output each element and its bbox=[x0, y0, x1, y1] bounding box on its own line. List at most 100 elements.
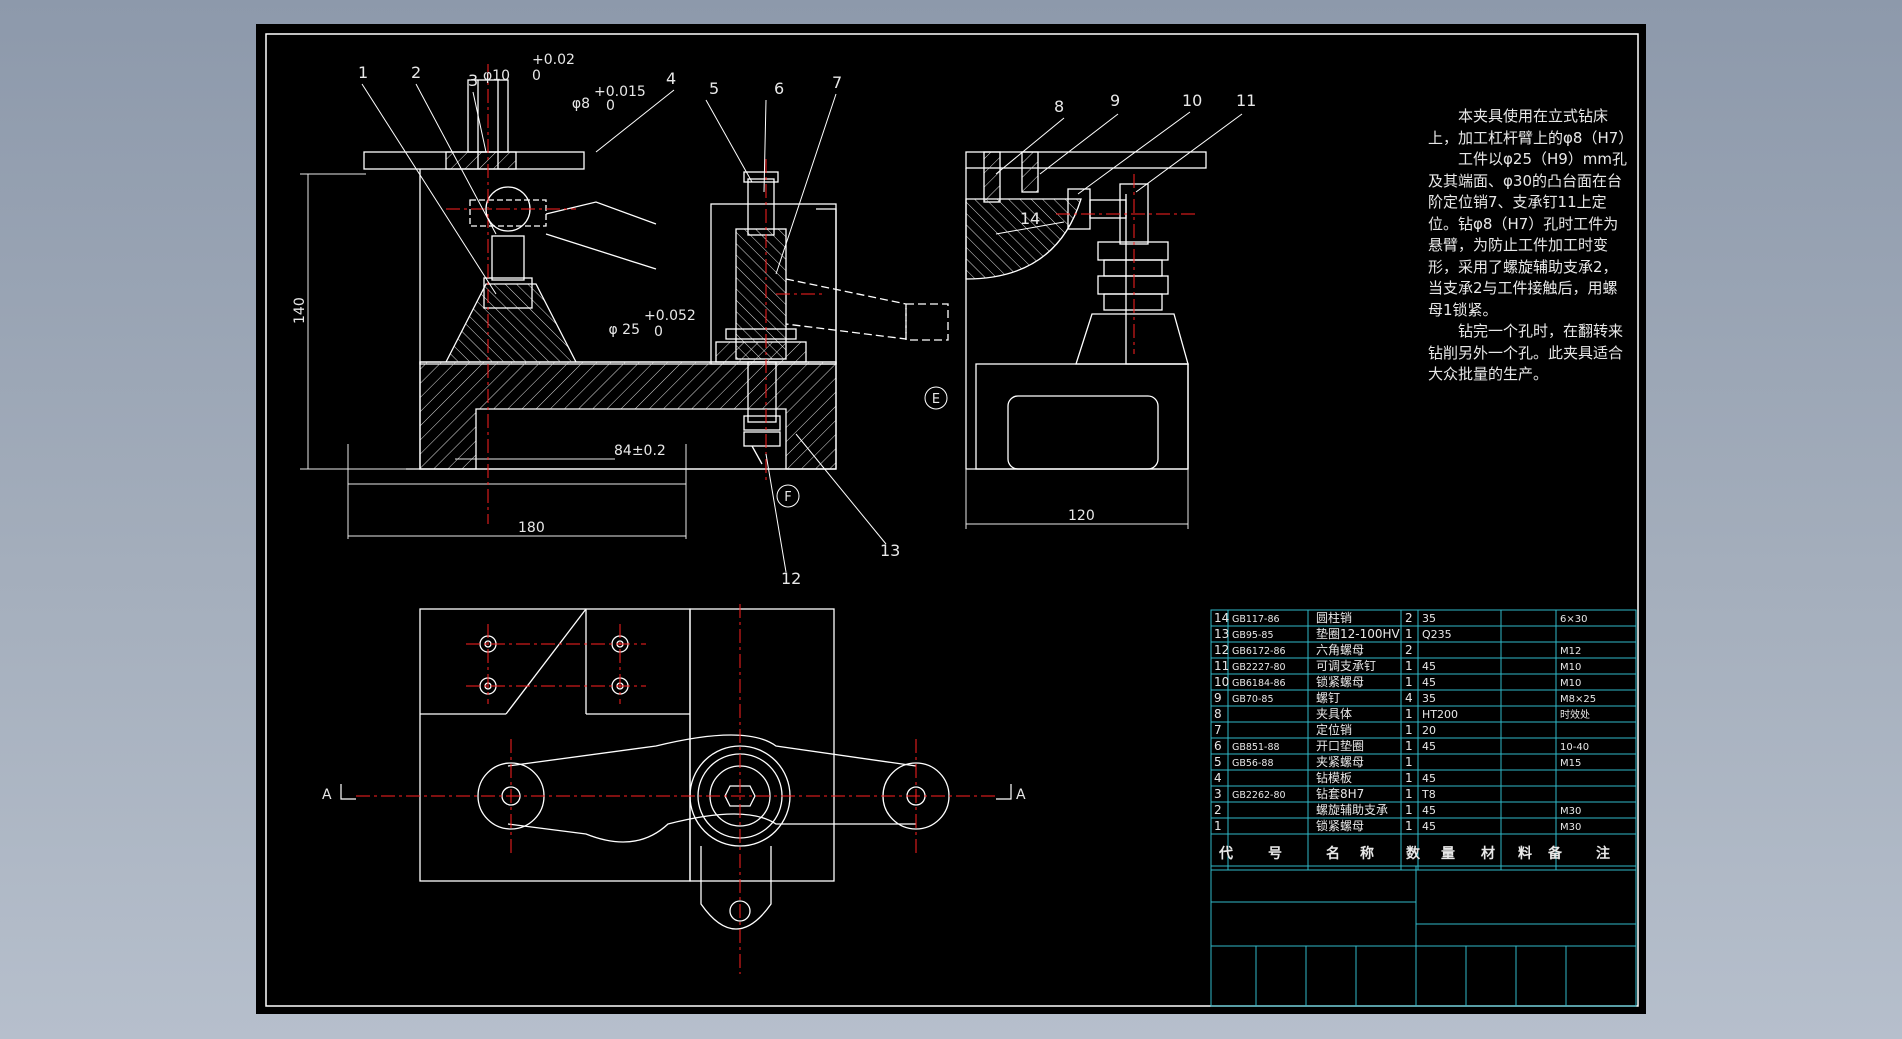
bom-cell-qty: 2 bbox=[1405, 643, 1413, 657]
datum-f: F bbox=[784, 490, 791, 505]
balloon-12: 12 bbox=[781, 569, 801, 588]
dim-hole8-lower: 0 bbox=[606, 98, 615, 114]
bom-cell-name: 六角螺母 bbox=[1316, 643, 1364, 657]
clamp-nut-5 bbox=[747, 178, 775, 236]
note-3: 钻完一个孔时，在翻转来钻削另外一个孔。此夹具适合大众批量的生产。 bbox=[1428, 322, 1624, 383]
technical-notes: 本夹具使用在立式钻床上，加工杠杆臂上的φ8（H7） 工件以φ25（H9）mm孔及… bbox=[1428, 106, 1634, 386]
bom-cell-no: 6 bbox=[1214, 739, 1222, 753]
bom-header-9: 注 bbox=[1596, 845, 1610, 862]
dim-center84: 84±0.2 bbox=[614, 443, 666, 459]
note-1: 本夹具使用在立式钻床上，加工杠杆臂上的φ8（H7） bbox=[1428, 107, 1634, 147]
bom-cell-mat: 20 bbox=[1422, 724, 1436, 737]
side-drill-plate bbox=[965, 151, 1207, 169]
bom-cell-note: M10 bbox=[1560, 678, 1581, 689]
bom-cell-name: 钻模板 bbox=[1316, 770, 1352, 785]
bom-cell-qty: 1 bbox=[1405, 819, 1413, 833]
bom-cell-note: 6×30 bbox=[1560, 614, 1587, 625]
bom-cell-qty: 4 bbox=[1405, 691, 1413, 705]
balloon-2: 2 bbox=[411, 63, 421, 82]
balloon-4: 4 bbox=[666, 69, 676, 88]
bom-header-4: 数 bbox=[1406, 845, 1421, 862]
bom-cell-qty: 1 bbox=[1405, 707, 1413, 721]
dim-hole25: φ 25 bbox=[609, 322, 641, 338]
bom-cell-no: 2 bbox=[1214, 803, 1222, 817]
bom-cell-mat: 45 bbox=[1422, 820, 1436, 833]
bom-header-5: 量 bbox=[1441, 846, 1455, 862]
bom-cell-no: 11 bbox=[1214, 659, 1229, 673]
bom-cell-qty: 2 bbox=[1405, 611, 1413, 625]
section-labels: A A bbox=[322, 787, 1026, 803]
bom-cell-name: 锁紧螺母 bbox=[1316, 674, 1364, 689]
bom-cell-mat: 45 bbox=[1422, 660, 1436, 673]
front-view bbox=[300, 79, 949, 539]
bom-cell-qty: 1 bbox=[1405, 755, 1413, 769]
bom-cell-qty: 1 bbox=[1405, 771, 1413, 785]
dim-width180: 180 bbox=[518, 520, 545, 536]
bom-cell-name: 圆柱销 bbox=[1316, 610, 1352, 625]
bom-cell-name: 螺钉 bbox=[1316, 691, 1340, 705]
top-view bbox=[419, 608, 950, 930]
bom-header-2: 名 bbox=[1326, 845, 1340, 862]
bom-cell-note: M8×25 bbox=[1560, 694, 1596, 705]
dim-hole10: φ10 bbox=[483, 68, 510, 84]
datum-e: E bbox=[932, 392, 940, 407]
balloon-labels: 1 2 3 4 5 6 7 8 9 10 11 12 13 14 bbox=[358, 63, 1256, 588]
top-centerlines bbox=[356, 604, 996, 974]
section-mark-right: A bbox=[1016, 787, 1026, 803]
balloon-9: 9 bbox=[1110, 91, 1120, 110]
bom-header-6: 材 bbox=[1481, 845, 1495, 862]
bom-cell-note: M12 bbox=[1560, 646, 1581, 657]
bom-cell-name: 可调支承钉 bbox=[1316, 659, 1376, 673]
bom-header-8: 备 bbox=[1547, 845, 1563, 862]
bom-cell-no: 4 bbox=[1214, 771, 1222, 785]
drawing-sheet: 1 2 3 4 5 6 7 8 9 10 11 12 13 14 +0.02 0… bbox=[256, 24, 1646, 1014]
bom-cell-mat: T8 bbox=[1421, 788, 1436, 801]
bom-cell-name: 螺旋辅助支承 bbox=[1316, 803, 1388, 817]
side-centerlines bbox=[1056, 174, 1196, 354]
open-washer-dashed bbox=[785, 278, 907, 340]
section-arrows bbox=[340, 784, 1012, 800]
bom-cell-name: 定位销 bbox=[1316, 722, 1352, 737]
lever-arm bbox=[507, 734, 917, 767]
side-view bbox=[965, 151, 1207, 529]
section-mark-left: A bbox=[322, 787, 332, 803]
side-locating-block bbox=[965, 198, 1082, 280]
bom-cell-name: 夹紧螺母 bbox=[1316, 755, 1364, 769]
bom-header-3: 称 bbox=[1360, 845, 1374, 862]
leader-lines bbox=[361, 83, 1243, 573]
dim-height140: 140 bbox=[292, 297, 308, 324]
bom-cell-note: M10 bbox=[1560, 662, 1581, 673]
bom-cell-code: GB851-88 bbox=[1232, 742, 1280, 753]
note-2: 工件以φ25（H9）mm孔及其端面、φ30的凸台面在台阶定位销7、支承钉11上定… bbox=[1428, 150, 1628, 319]
bom-cell-code: GB6184-86 bbox=[1232, 678, 1286, 689]
bom-cell-mat: Q235 bbox=[1422, 628, 1452, 641]
dim-hole10-upper: +0.02 bbox=[532, 52, 575, 68]
bom-header-1: 号 bbox=[1268, 846, 1282, 862]
dim-hole8: φ8 bbox=[572, 96, 590, 112]
balloon-1: 1 bbox=[358, 63, 368, 82]
balloon-6: 6 bbox=[774, 79, 784, 98]
balloon-14: 14 bbox=[1020, 209, 1040, 228]
bom-cell-qty: 1 bbox=[1405, 739, 1413, 753]
bom-cell-mat: 45 bbox=[1422, 740, 1436, 753]
datum-markers: E F bbox=[776, 386, 948, 508]
bom-cell-no: 10 bbox=[1214, 675, 1229, 689]
inner-border bbox=[265, 33, 1639, 1007]
bom-cell-name: 钻套8H7 bbox=[1316, 786, 1364, 801]
front-centerlines bbox=[446, 64, 826, 524]
bom-cell-code: GB6172-86 bbox=[1232, 646, 1286, 657]
lock-nut bbox=[483, 277, 533, 309]
bom-cell-no: 13 bbox=[1214, 627, 1229, 641]
bom-cell-no: 14 bbox=[1214, 611, 1229, 625]
balloon-10: 10 bbox=[1182, 91, 1202, 110]
bom-cell-no: 3 bbox=[1214, 787, 1222, 801]
bom-cell-note: M30 bbox=[1560, 822, 1581, 833]
bom-cell-mat: 35 bbox=[1422, 692, 1436, 705]
bom-cell-mat: 35 bbox=[1422, 612, 1436, 625]
bom-header-0: 代 bbox=[1218, 845, 1233, 862]
dim-hole25-lower: 0 bbox=[654, 324, 663, 340]
balloon-11: 11 bbox=[1236, 91, 1256, 110]
bom-cell-code: GB56-88 bbox=[1232, 758, 1273, 769]
bom-cell-no: 9 bbox=[1214, 691, 1222, 705]
